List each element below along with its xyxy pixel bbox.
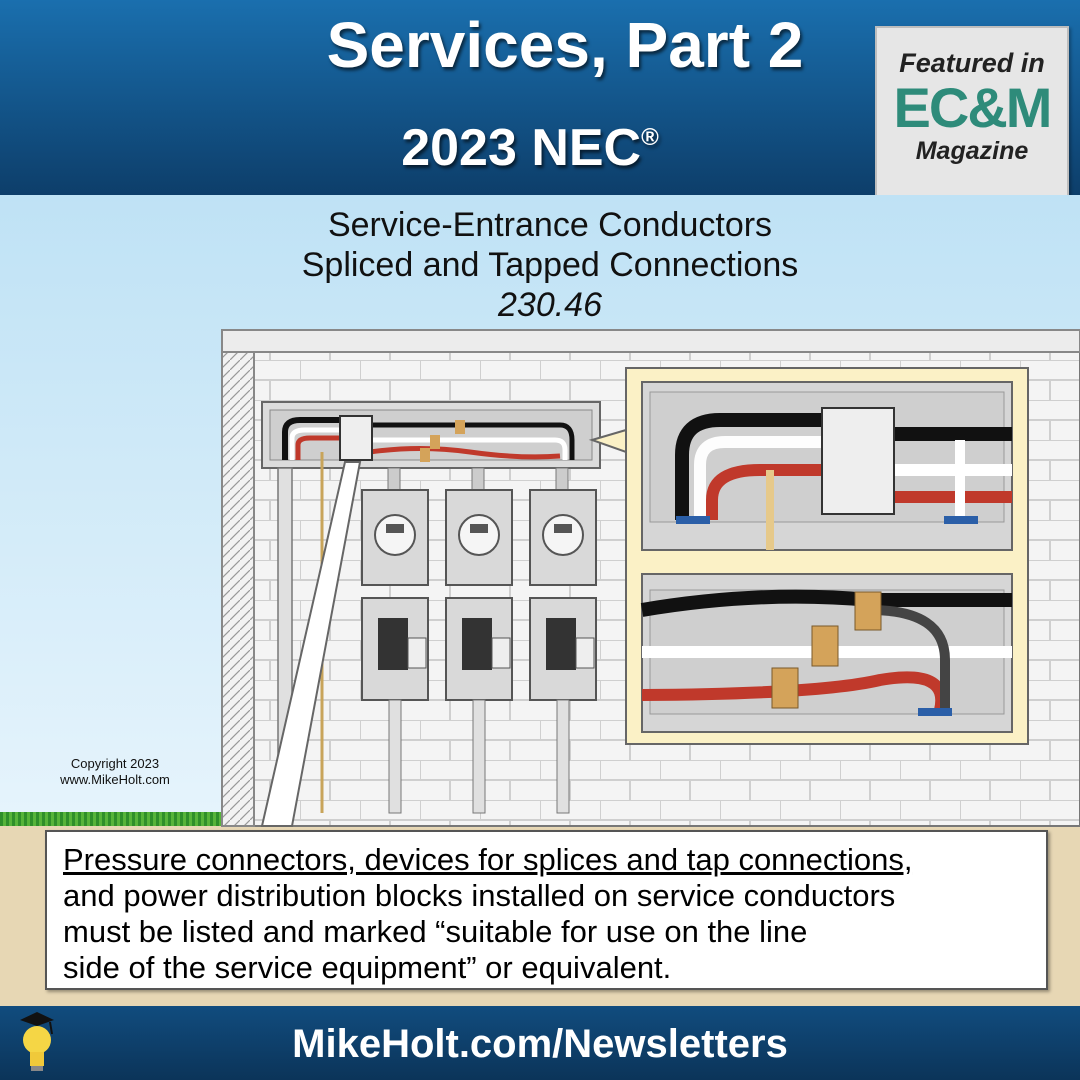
split-bolt-connector	[854, 591, 882, 631]
page-title: Services, Part 2	[326, 9, 804, 81]
diagram-heading: Service-Entrance Conductors Spliced and …	[200, 205, 900, 325]
heading-line-2: Spliced and Tapped Connections	[301, 246, 799, 284]
badge-magazine-text: Magazine	[915, 137, 1029, 165]
gutter-trough	[261, 401, 601, 469]
tap-connector	[420, 448, 430, 462]
tap-connector	[455, 420, 465, 434]
copyright-line-2: www.MikeHolt.com	[60, 772, 170, 787]
registered-mark: ®	[641, 124, 659, 151]
copyright-notice: Copyright 2023 www.MikeHolt.com	[40, 756, 190, 788]
meter-stack	[445, 467, 513, 814]
page-subtitle: 2023 NEC®	[330, 118, 730, 178]
tap-connector	[430, 435, 440, 449]
meter-stack	[361, 467, 429, 814]
callout-pointer	[260, 461, 362, 827]
subtitle-text: 2023 NEC	[401, 119, 642, 177]
ecm-badge: Featured in EC&M Magazine	[875, 26, 1069, 210]
heading-line-1: Service-Entrance Conductors	[327, 206, 773, 244]
ecm-logo: EC&M	[893, 76, 1053, 139]
split-bolt-connector	[771, 667, 799, 709]
split-bolt-connector	[811, 625, 839, 667]
detail-inset	[588, 367, 1029, 745]
lightbulb-logo-icon	[20, 1012, 54, 1071]
callout-underlined-text: Pressure connectors, devices for splices…	[63, 842, 913, 877]
callout-line-2: and power distribution blocks installed …	[63, 878, 896, 913]
power-distribution-block	[821, 407, 895, 515]
badge-featured-text: Featured in	[899, 48, 1045, 78]
callout-line-4: side of the service equipment” or equiva…	[63, 950, 672, 985]
rule-callout-box: Pressure connectors, devices for splices…	[45, 830, 1048, 990]
footer-banner: MikeHolt.com/Newsletters	[0, 1006, 1080, 1080]
power-distribution-block-small	[339, 415, 373, 461]
meter-stack	[529, 467, 597, 814]
section-reference: 230.46	[498, 286, 602, 324]
service-diagram	[221, 329, 1080, 827]
newsletter-link[interactable]: MikeHolt.com/Newsletters	[292, 1022, 788, 1066]
callout-line-3: must be listed and marked “suitable for …	[63, 914, 808, 949]
copyright-line-1: Copyright 2023	[70, 756, 160, 771]
